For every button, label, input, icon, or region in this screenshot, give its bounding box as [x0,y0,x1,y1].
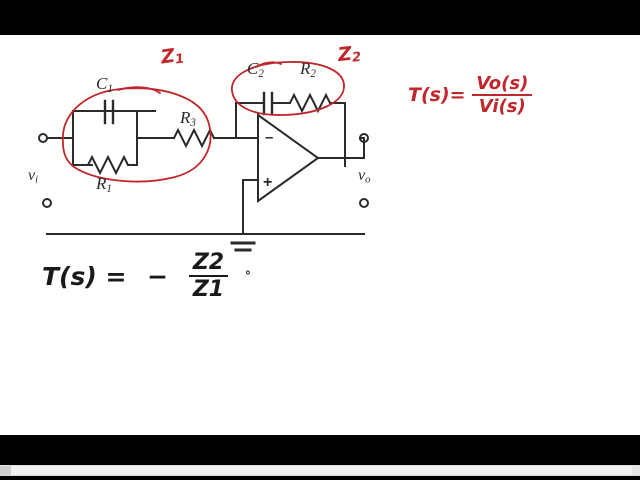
opamp-triangle [257,113,320,203]
opamp-inverting-sign: – [265,129,273,146]
annotation-transfer-black-numerator: Z2 [192,250,225,275]
annotation-transfer-red-lhs: T(s)= [408,84,466,106]
horizontal-scrollbar[interactable] [0,465,640,476]
r1-zigzag [72,154,138,176]
z1-circle [61,87,212,183]
annotation-transfer-black-lhs: T(s) = [42,261,127,291]
annotation-transfer-black-sign: − [147,261,169,291]
wire-noninv-to-gnd [242,179,259,235]
label-C2: C2 [247,59,264,80]
wire-opamp-out [317,137,365,159]
annotation-z1-label: Z1 [159,44,186,69]
r2-zigzag [288,92,332,114]
output-terminal-bottom [359,198,369,208]
label-vi: vi [28,167,38,186]
opamp-noninverting-sign: + [263,174,272,191]
annotation-transfer-black-trailing: ° [244,269,251,283]
whiteboard-page: – + C1 R1 R3 C2 [0,35,640,476]
scrollbar-end-cap[interactable] [632,466,640,475]
z1-lead-stroke [117,86,161,94]
annotation-transfer-red: T(s)= Vo(s) Vi(s) [408,73,533,117]
annotation-transfer-red-numerator: Vo(s) [476,73,529,94]
annotation-transfer-black-denominator: Z1 [188,275,229,302]
z2-lead-stroke [255,61,282,68]
input-terminal-bottom [42,198,52,208]
annotation-z2-label: Z2 [336,42,362,67]
wire-fb-right [329,102,346,167]
label-R2: R2 [300,59,316,80]
label-vo: vo [358,167,371,186]
label-R1: R1 [96,174,112,195]
scrollbar-thumb[interactable] [0,466,11,475]
red-annotation-strokes [61,61,345,183]
label-C1: C1 [96,74,113,95]
label-R3: R3 [180,108,196,129]
annotation-transfer-black: T(s) = − Z2 Z1 ° [42,250,251,302]
annotation-transfer-red-denominator: Vi(s) [472,94,533,117]
